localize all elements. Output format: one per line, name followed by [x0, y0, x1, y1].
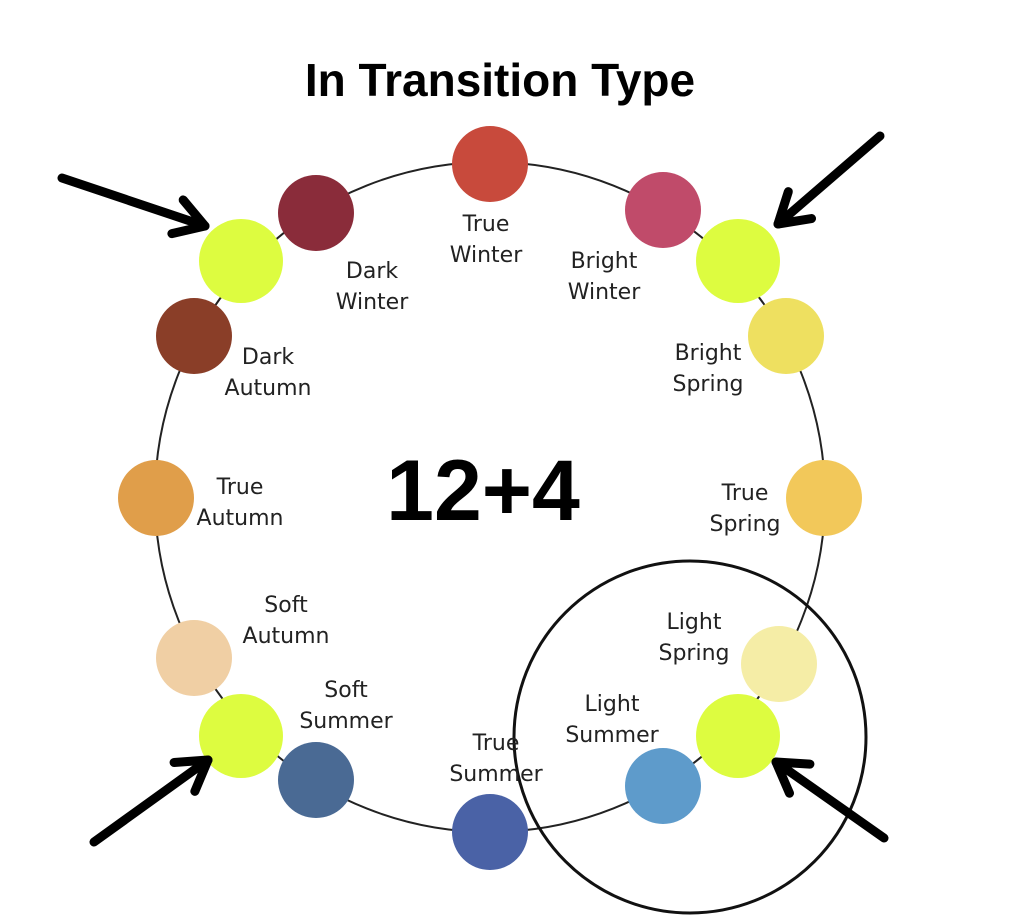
soft-autumn-label-line: Autumn — [243, 624, 330, 649]
transition-type-swatch — [199, 219, 283, 303]
soft-autumn-label-line: Soft — [264, 593, 308, 618]
center-label: 12+4 — [386, 443, 580, 539]
true-winter-label-line: Winter — [450, 243, 523, 268]
bright-spring-label-line: Bright — [675, 341, 742, 366]
bright-spring-swatch — [748, 298, 824, 374]
dark-autumn-label-line: Dark — [242, 345, 294, 370]
true-summer-label-line: Summer — [449, 762, 543, 787]
highlight-circle — [512, 559, 868, 915]
light-spring-swatch — [741, 626, 817, 702]
bright-winter-label-line: Winter — [568, 280, 641, 305]
true-spring-swatch — [786, 460, 862, 536]
light-spring-label-line: Spring — [659, 641, 730, 666]
true-autumn-label-line: True — [216, 475, 264, 500]
pointer-arrow-icon — [773, 131, 885, 229]
true-summer-swatch — [452, 794, 528, 870]
true-spring-label-line: Spring — [710, 512, 781, 537]
bright-winter-swatch — [625, 172, 701, 248]
true-winter-label-line: True — [462, 212, 510, 237]
bright-winter-label-line: Bright — [571, 249, 638, 274]
dark-winter-label-line: Dark — [346, 259, 398, 284]
dark-winter-swatch — [278, 175, 354, 251]
light-summer-label-line: Summer — [565, 723, 659, 748]
true-spring-label-line: True — [721, 481, 769, 506]
transition-type-swatch — [696, 694, 780, 778]
pointer-arrow-icon — [57, 173, 210, 239]
light-summer-label-line: Light — [585, 692, 640, 717]
true-autumn-swatch — [118, 460, 194, 536]
light-summer-swatch — [625, 748, 701, 824]
true-autumn-label-line: Autumn — [197, 506, 284, 531]
soft-autumn-swatch — [156, 620, 232, 696]
dark-autumn-swatch — [156, 298, 232, 374]
soft-summer-swatch — [278, 742, 354, 818]
pointer-arrow-icon — [89, 755, 213, 847]
soft-summer-label-line: Soft — [324, 678, 368, 703]
diagram-title: In Transition Type — [305, 54, 695, 106]
dark-winter-label-line: Winter — [336, 290, 409, 315]
transition-type-swatch — [696, 219, 780, 303]
transition-type-swatch — [199, 694, 283, 778]
true-winter-swatch — [452, 126, 528, 202]
light-spring-label-line: Light — [667, 610, 722, 635]
dark-autumn-label-line: Autumn — [225, 376, 312, 401]
soft-summer-label-line: Summer — [299, 709, 393, 734]
true-summer-label-line: True — [472, 731, 520, 756]
bright-spring-label-line: Spring — [673, 372, 744, 397]
pointer-arrow-icon — [771, 757, 889, 843]
